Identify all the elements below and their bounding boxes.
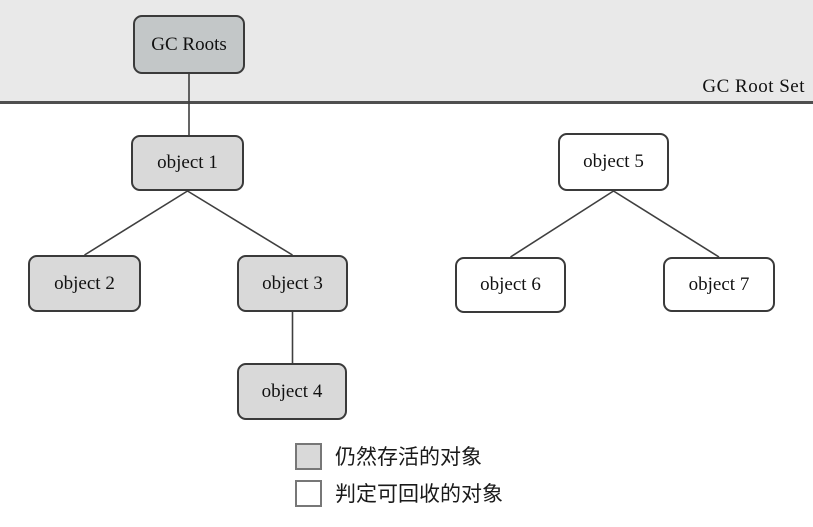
node-object-6-label: object 6 — [480, 274, 541, 295]
gc-root-set-label: GC Root Set — [702, 76, 805, 97]
edge-object1-object3 — [187, 190, 293, 256]
node-object-5-label: object 5 — [583, 151, 644, 172]
node-object-1-label: object 1 — [157, 152, 218, 173]
node-object-1: object 1 — [131, 135, 244, 191]
edge-object5-object6 — [510, 190, 614, 258]
node-object-4: object 4 — [237, 363, 347, 420]
node-object-7: object 7 — [663, 257, 775, 312]
legend-label-recyclable: 判定可回收的对象 — [335, 482, 503, 506]
edge-object5-object7 — [613, 190, 720, 258]
node-object-2: object 2 — [28, 255, 141, 312]
node-object-6: object 6 — [455, 257, 566, 313]
node-gc-roots: GC Roots — [133, 15, 245, 74]
node-object-3: object 3 — [237, 255, 348, 312]
node-object-2-label: object 2 — [54, 272, 115, 294]
gc-root-set-band: GC Root Set — [0, 0, 813, 104]
edge-object1-object2 — [84, 190, 188, 256]
node-object-3-label: object 3 — [262, 272, 323, 294]
legend-item-recyclable: 判定可回收的对象 — [295, 478, 503, 508]
node-object-5: object 5 — [558, 133, 669, 191]
legend-swatch-alive-icon — [295, 442, 322, 470]
node-gc-roots-label: GC Roots — [151, 33, 227, 55]
legend: 仍然存活的对象 判定可回收的对象 — [295, 441, 503, 508]
node-object-7-label: object 7 — [688, 273, 750, 295]
legend-label-alive: 仍然存活的对象 — [335, 445, 482, 469]
node-object-4-label: object 4 — [261, 380, 323, 402]
legend-swatch-recyclable-icon — [295, 479, 322, 507]
legend-item-alive: 仍然存活的对象 — [295, 441, 503, 471]
